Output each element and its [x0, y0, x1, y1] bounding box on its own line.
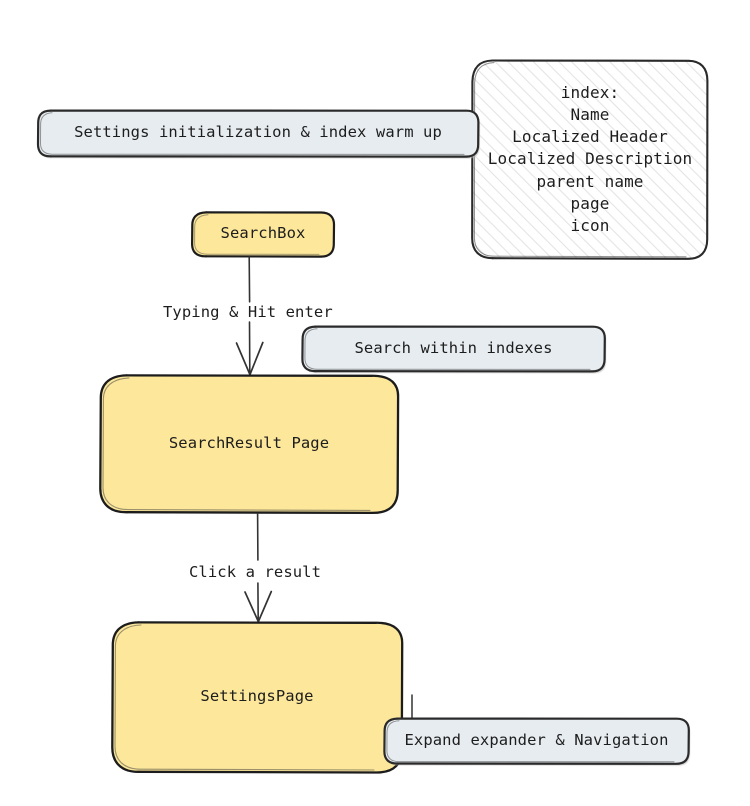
node-searchbox — [190, 211, 336, 258]
edge-click-a-result-label: Click a result — [186, 563, 325, 581]
process-search-within-indexes — [301, 325, 606, 373]
process-expand-expander — [383, 717, 690, 765]
edge-typing-hit-enter-label: Typing & Hit enter — [160, 303, 336, 321]
note-index-fields — [471, 59, 709, 260]
edge-click-a-result — [244, 512, 273, 623]
edge-typing-hit-enter — [235, 256, 264, 376]
process-settings-init — [36, 109, 480, 158]
node-searchresult-page — [99, 374, 400, 515]
node-settingspage — [111, 621, 404, 774]
